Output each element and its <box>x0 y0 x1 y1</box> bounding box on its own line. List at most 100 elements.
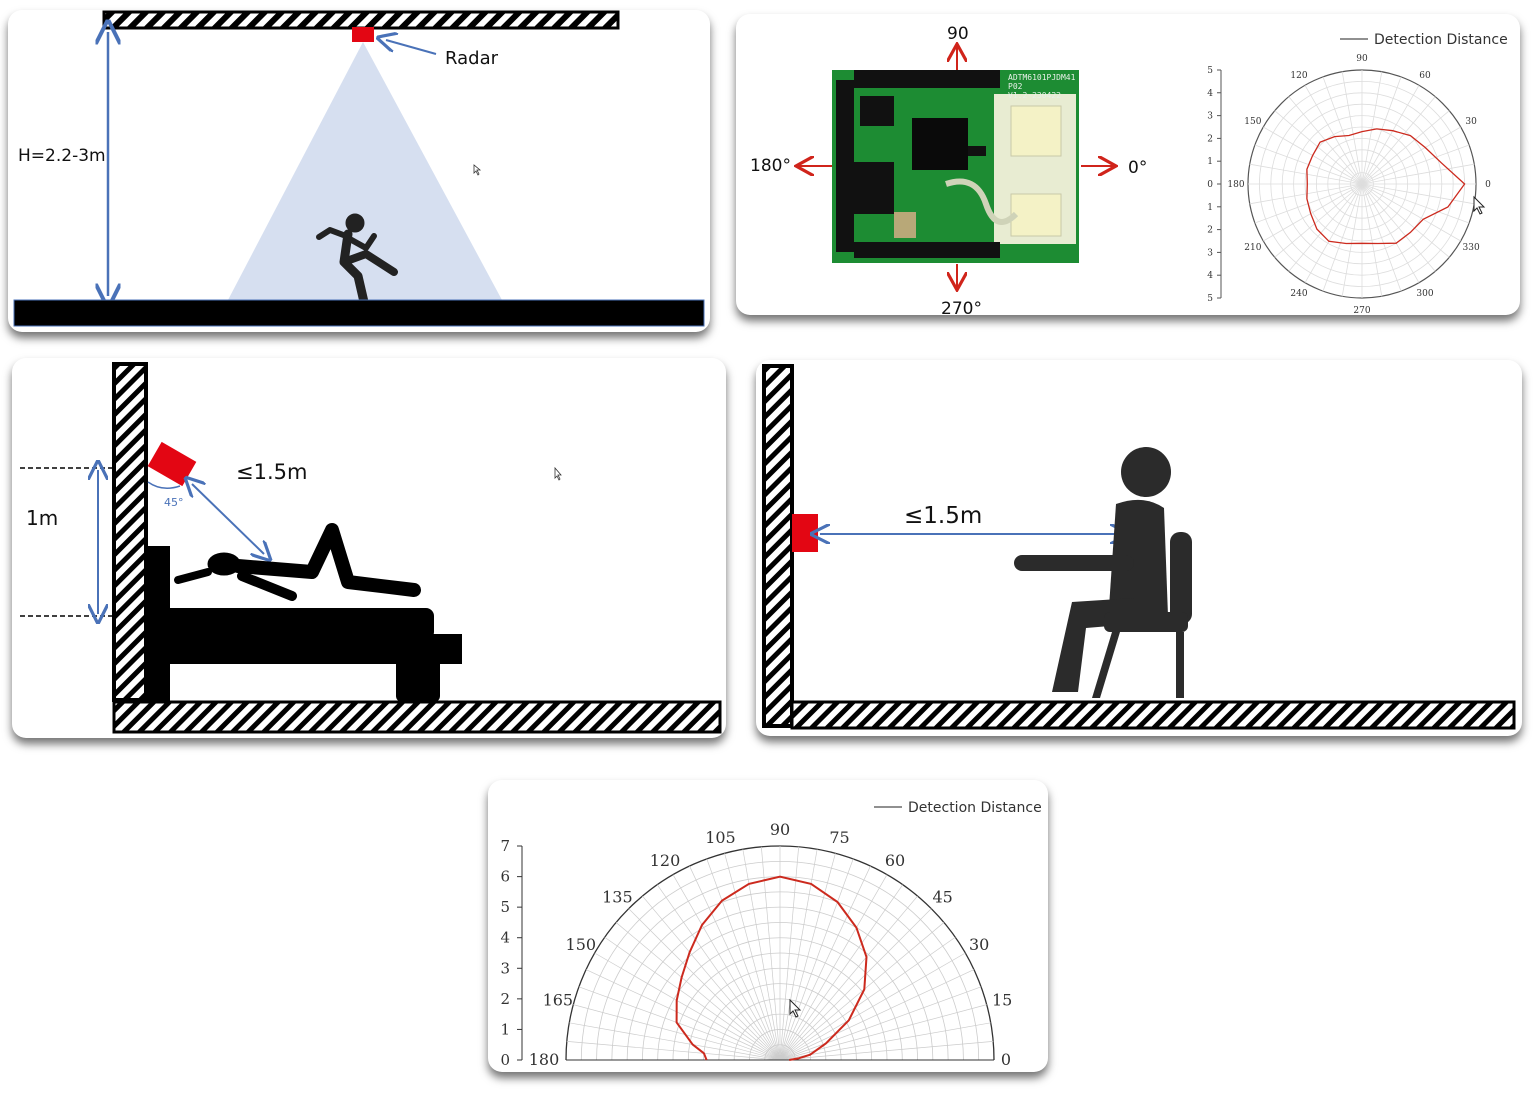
angle-tick-label: 150 <box>1244 117 1261 127</box>
grid-spoke <box>1361 96 1436 185</box>
radar-module-board: ADTM6101PJDM41 P02 V1.2-230422 <box>832 70 1079 263</box>
grid-spoke <box>1361 183 1436 272</box>
angle-tick-label: 180 <box>529 1050 560 1069</box>
angle-tick-label: 0 <box>1001 1050 1011 1069</box>
grid-spoke <box>1361 183 1402 292</box>
grid-spoke <box>779 952 966 1061</box>
angle-90-label: 90 <box>947 24 969 44</box>
grid-spoke <box>779 865 871 1061</box>
angle-270-label: 270° <box>941 299 982 315</box>
legend-label: Detection Distance <box>908 800 1042 816</box>
angle-tick-label: 30 <box>1465 117 1477 127</box>
grid-spoke <box>706 858 781 1061</box>
grid-spoke <box>779 936 956 1061</box>
seated-person-icon <box>1014 447 1192 698</box>
bed-icon <box>146 546 462 702</box>
radar-label: Radar <box>445 48 499 69</box>
floor <box>790 700 1516 730</box>
angle-tick-label: 0 <box>1485 180 1491 190</box>
grid-spoke <box>573 1004 781 1061</box>
wall <box>112 362 148 702</box>
radial-tick-label: 4 <box>500 929 510 947</box>
ceiling-mount-diagram: Radar H=2.2-3m <box>13 10 705 327</box>
grid-spoke <box>1361 144 1470 185</box>
grid-spoke <box>1341 71 1363 185</box>
cursor-icon <box>473 164 482 176</box>
grid-spoke <box>779 969 975 1061</box>
grid-spoke <box>1361 71 1383 185</box>
angle-tick-label: 180 <box>1227 180 1244 190</box>
grid-spoke <box>1274 183 1363 258</box>
module-diagram: ADTM6101PJDM41 P02 V1.2-230422 90 180° 0… <box>750 24 1508 315</box>
grid-spoke <box>779 922 945 1061</box>
grid-spoke <box>585 969 781 1061</box>
radial-tick-label: 2 <box>500 990 510 1008</box>
angle-tick-label: 270 <box>1353 306 1370 315</box>
grid-spoke <box>779 846 800 1061</box>
grid-spoke <box>779 1022 991 1061</box>
radial-tick-label: 0 <box>500 1051 510 1069</box>
grid-spoke <box>779 986 982 1061</box>
half-polar-chart: 015304560759010512013515016518001234567 … <box>500 800 1042 1069</box>
grid-spoke <box>689 865 781 1061</box>
angle-tick-label: 120 <box>650 851 681 870</box>
radial-tick-label: 1 <box>1207 203 1213 213</box>
grid-spoke <box>1361 183 1420 283</box>
angle-tick-label: 60 <box>885 851 905 870</box>
grid-spoke <box>779 858 854 1061</box>
polar-chart-full: 0306090120150180210240270300330543210123… <box>1207 54 1491 315</box>
angle-tick-label: 15 <box>992 990 1012 1009</box>
angle-tick-label: 150 <box>566 935 597 954</box>
grid-spoke <box>1249 163 1363 185</box>
detection-beam <box>228 42 502 300</box>
grid-spoke <box>724 853 781 1061</box>
cursor-icon <box>1473 195 1486 215</box>
grid-spoke <box>1322 183 1363 292</box>
legend-label: Detection Distance <box>1374 32 1508 48</box>
angle-tick-label: 30 <box>969 935 989 954</box>
grid-spoke <box>1341 183 1363 297</box>
grid-spoke <box>604 936 781 1061</box>
cursor-icon <box>554 466 562 481</box>
module-orientation-panel: ADTM6101PJDM41 P02 V1.2-230422 90 180° 0… <box>736 14 1520 315</box>
distance-arrow <box>192 484 264 554</box>
angle-180-label: 180° <box>750 156 791 176</box>
angle-tick-label: 330 <box>1463 243 1480 253</box>
floor <box>13 299 705 327</box>
grid-spoke <box>1361 85 1420 185</box>
grid-spoke <box>656 884 781 1061</box>
radial-tick-label: 2 <box>1207 226 1213 236</box>
radar-sensor <box>352 27 374 42</box>
detection-distance-series <box>1306 128 1466 245</box>
grid-spoke <box>615 922 781 1061</box>
grid-spoke <box>1361 183 1383 297</box>
grid-spoke <box>1361 126 1461 185</box>
bed-mount-diagram: 1m 45° ≤1.5m <box>20 362 722 734</box>
radial-tick-label: 3 <box>1207 248 1213 258</box>
radial-tick-label: 2 <box>1207 134 1213 144</box>
angle-0-label: 0° <box>1128 158 1147 178</box>
radial-tick-label: 1 <box>500 1020 510 1038</box>
radial-tick-label: 1 <box>1207 157 1213 167</box>
grid-spoke <box>779 884 904 1061</box>
radar-pointer-arrow <box>386 40 437 55</box>
grid-spoke <box>1249 183 1363 205</box>
grid-spoke <box>1288 183 1363 272</box>
grid-spoke <box>779 895 918 1061</box>
grid-spoke <box>1263 183 1363 242</box>
grid-spoke <box>578 986 781 1061</box>
grid-spoke <box>1361 183 1450 258</box>
angle-tick-label: 90 <box>1356 54 1368 64</box>
grid-spoke <box>779 1040 994 1061</box>
angle-tick-label: 240 <box>1290 289 1307 299</box>
radial-tick-label: 3 <box>500 959 510 977</box>
grid-spoke <box>779 908 932 1061</box>
grid-spoke <box>1322 76 1363 185</box>
radar-sensor <box>792 514 818 552</box>
falling-person-icon <box>316 213 398 307</box>
radial-tick-label: 6 <box>500 868 510 886</box>
angle-tick-label: 120 <box>1290 71 1307 81</box>
distance-label: ≤1.5m <box>904 503 982 529</box>
ceiling <box>102 10 620 30</box>
